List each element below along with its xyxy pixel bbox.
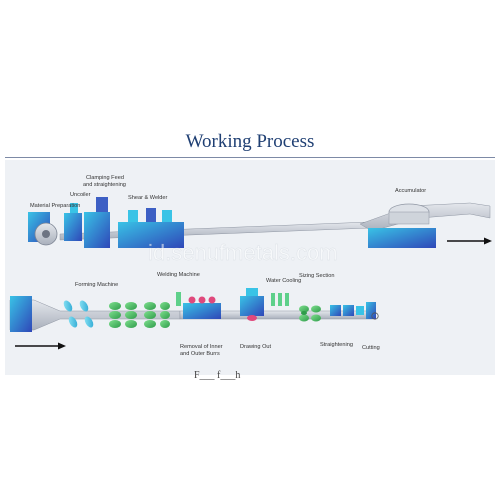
burr-removal-machine: [183, 296, 221, 319]
label-clamping-feed-line1: Clamping Feed: [86, 175, 124, 181]
label-removal-burrs-line1: Removal of Inner: [180, 344, 223, 350]
clamping-feed-machine: [84, 197, 110, 248]
forming-rollers-green: [109, 302, 170, 328]
label-cutting: Cutting: [362, 345, 380, 351]
material-coil: [28, 212, 58, 246]
label-drawing-out: Drawing Out: [240, 344, 272, 350]
label-accumulator: Accumulator: [395, 188, 426, 194]
label-welding-machine: Welding Machine: [157, 272, 200, 278]
page-title: Working Process: [185, 131, 315, 152]
cutting-machine: [366, 302, 379, 320]
welding-machine: [176, 292, 181, 306]
shear-welder-machine: [118, 208, 184, 248]
watermark: id.senufmetals.com: [148, 240, 338, 265]
label-uncoiler: Uncoiler: [70, 192, 91, 198]
label-removal-burrs-line2: and Outer Burrs: [180, 351, 220, 357]
forming-rollers-cyan: [63, 300, 94, 328]
label-material-preparation: Material Preparation: [30, 203, 80, 209]
label-clamping-feed-line2: and straightening: [83, 182, 126, 188]
label-sizing-section: Sizing Section: [299, 273, 334, 279]
drawing-out-machine: [240, 288, 264, 321]
sizing-rollers: [299, 305, 321, 322]
uncoiler-machine: [64, 203, 82, 241]
straightening-machine: [330, 305, 364, 316]
diagram-background: [5, 160, 495, 375]
flow-arrow-right: [447, 237, 492, 245]
title-divider: [5, 157, 495, 158]
flow-arrow-right: [15, 342, 66, 350]
water-cooling-unit: [271, 293, 289, 306]
label-straightening: Straightening: [320, 342, 353, 348]
label-forming-machine: Forming Machine: [75, 282, 118, 288]
label-water-cooling: Water Cooling: [266, 278, 301, 284]
accumulator: [368, 203, 436, 248]
entry-stand: [10, 296, 32, 332]
partial-caption: F___ f___h: [194, 370, 240, 381]
label-shear-welder: Shear & Welder: [128, 195, 168, 201]
